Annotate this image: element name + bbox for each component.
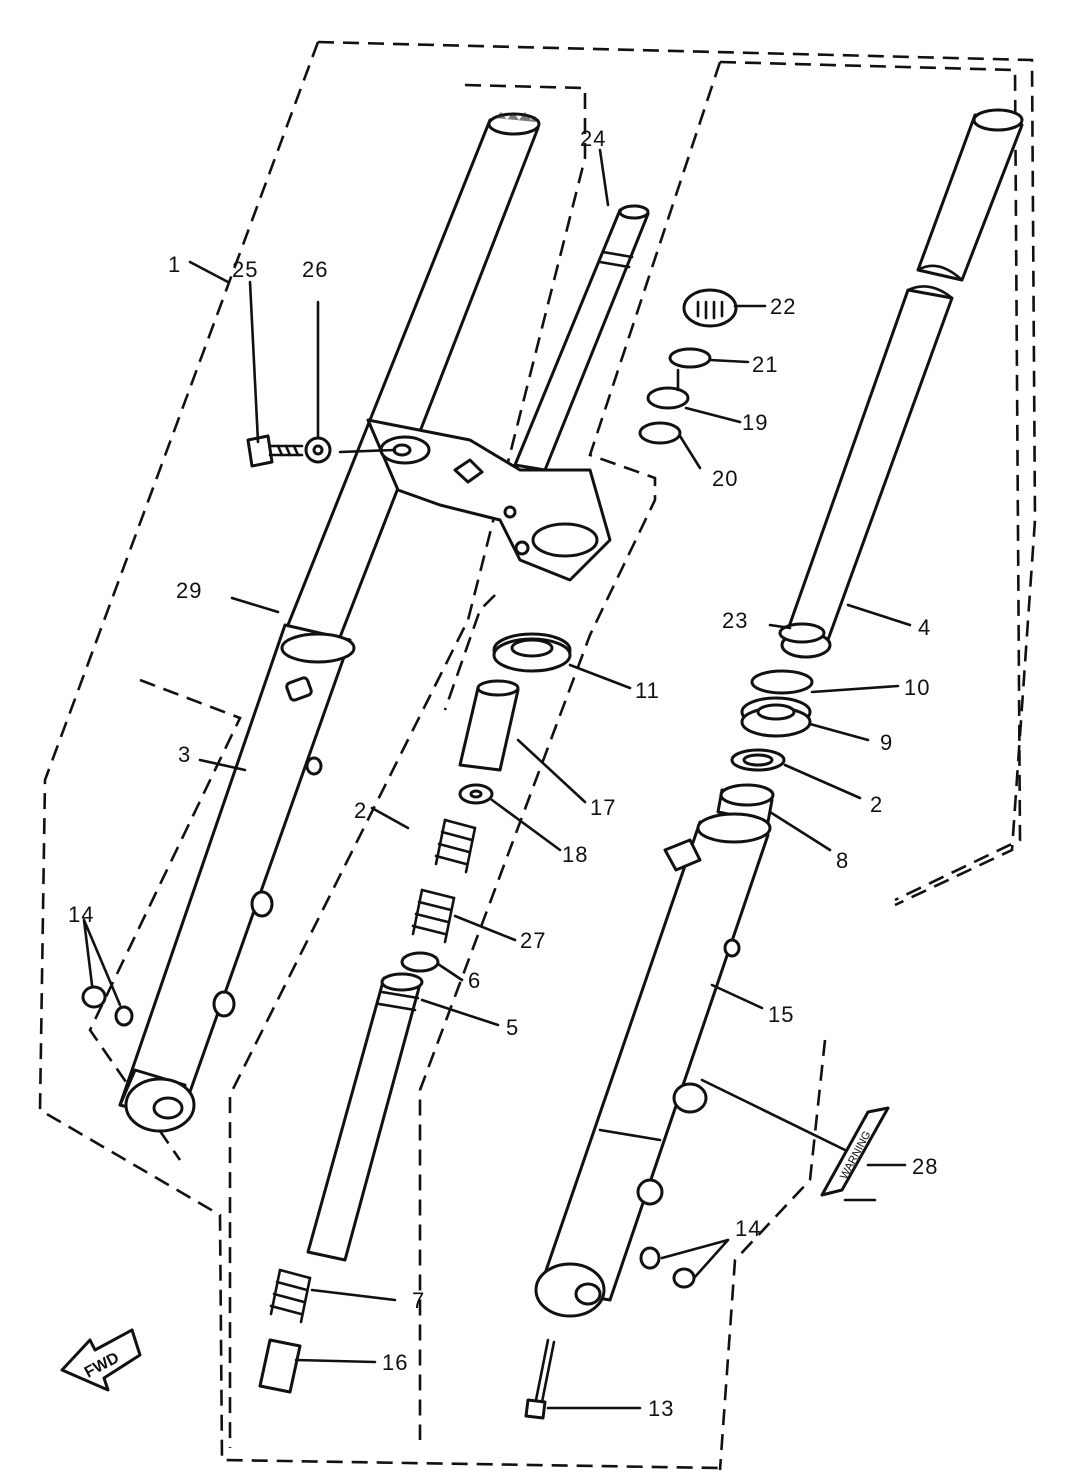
washer-18	[458, 783, 494, 805]
label-8: 8	[836, 848, 849, 873]
washers-14-right	[639, 1246, 696, 1289]
spacer-17	[458, 679, 520, 772]
washer-2	[730, 748, 786, 772]
outline-inner-tube-assembly	[228, 83, 587, 1448]
label-11: 11	[635, 678, 660, 703]
label-9: 9	[880, 730, 893, 755]
label-24: 24	[580, 126, 606, 151]
label-15: 15	[768, 1002, 794, 1027]
label-28: 28	[912, 1154, 938, 1179]
piece-16	[258, 1338, 302, 1394]
label-23: 23	[722, 608, 748, 633]
oil-seal-9	[740, 696, 812, 738]
oil-seal-11	[492, 632, 572, 673]
label-16: 16	[382, 1350, 408, 1375]
label-20: 20	[712, 466, 738, 491]
label-26: 26	[302, 257, 328, 282]
part-labels: 1 25 26 29 3 2 14 24 22 21 19 20 11 17 1…	[68, 126, 938, 1421]
warning-sticker-28: WARNING	[820, 1106, 890, 1197]
label-14-right: 14	[735, 1216, 761, 1241]
spring-upper	[434, 818, 477, 874]
label-10: 10	[904, 675, 930, 700]
outline-left-assembly-lower	[38, 41, 721, 1470]
outer-tube-15	[534, 812, 772, 1318]
label-19: 19	[742, 410, 768, 435]
outline-right-lower	[418, 61, 722, 1440]
left-fork-assembly	[81, 112, 612, 1133]
bolt-13	[524, 1338, 556, 1420]
fwd-arrow-icon: FWD	[60, 1328, 142, 1392]
label-2-right: 2	[870, 792, 883, 817]
label-17: 17	[590, 795, 616, 820]
cap-bolt-22	[682, 288, 738, 328]
spring-27	[411, 888, 456, 944]
label-1: 1	[168, 252, 181, 277]
spring-7	[269, 1268, 312, 1324]
label-4: 4	[918, 615, 931, 640]
outline-box-center	[443, 594, 496, 711]
bolt-25	[246, 434, 304, 468]
circlip-21	[668, 347, 712, 369]
damper-rod-5	[306, 972, 424, 1262]
washer-26	[304, 436, 332, 464]
label-27: 27	[520, 928, 546, 953]
outline-left-assembly	[317, 40, 1037, 907]
inner-tube-4	[780, 108, 1024, 659]
ring-10	[750, 669, 814, 695]
label-25: 25	[232, 257, 258, 282]
bolt-19	[646, 368, 690, 410]
o-ring-20	[638, 421, 682, 445]
label-7: 7	[412, 1288, 425, 1313]
label-22: 22	[770, 294, 796, 319]
label-5: 5	[506, 1015, 519, 1040]
label-29: 29	[176, 578, 202, 603]
label-21: 21	[752, 352, 778, 377]
ring-6	[400, 951, 440, 973]
leader-lines	[82, 148, 912, 1410]
outline-right-tube-assembly	[719, 60, 1022, 902]
label-2-left: 2	[354, 798, 367, 823]
label-6: 6	[468, 968, 481, 993]
label-13: 13	[648, 1396, 674, 1421]
label-18: 18	[562, 842, 588, 867]
outline-box-right-lower	[718, 1039, 827, 1471]
label-3: 3	[178, 742, 191, 767]
damper-rod-24	[513, 204, 650, 472]
label-14-left: 14	[68, 902, 94, 927]
